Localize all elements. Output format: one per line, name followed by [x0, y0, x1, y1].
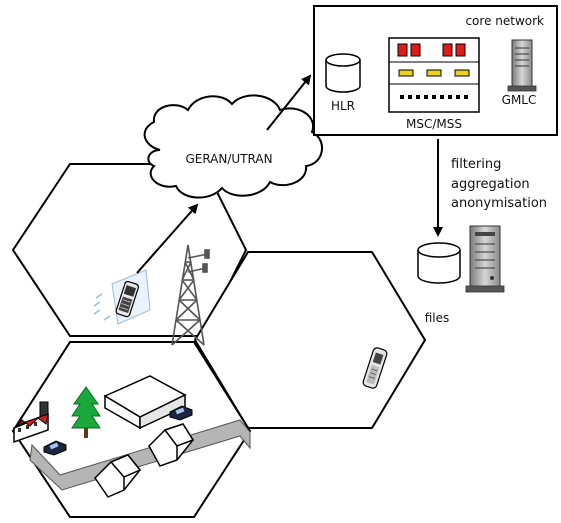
core-network-label: core network [465, 14, 544, 28]
msc-mss-switch-icon [388, 37, 480, 113]
mobile-phone-transmitting-icon [93, 269, 151, 325]
factory [13, 401, 49, 444]
aggregation-label: aggregation [451, 177, 530, 192]
filtering-label: filtering [451, 157, 501, 172]
geran-utran-cloud [143, 94, 323, 199]
msc-mss-label: MSC/MSS [406, 117, 462, 131]
car [43, 440, 67, 456]
arrow-cloud-to-core [266, 74, 312, 131]
hlr-database-icon [325, 53, 361, 93]
house [148, 423, 195, 467]
city-scene [13, 375, 251, 498]
files-database-icon [417, 242, 461, 284]
arrow-phone-to-cloud [136, 203, 199, 274]
files-label: files [425, 311, 450, 325]
office-building [103, 375, 187, 430]
car [169, 405, 193, 421]
files-server-icon [465, 225, 505, 293]
hlr-label: HLR [331, 99, 355, 113]
gmlc-server-icon [507, 39, 537, 92]
anonymisation-label: anonymisation [451, 196, 547, 211]
house [94, 454, 142, 498]
cell-tower-icon [171, 244, 210, 346]
road [29, 419, 251, 491]
mobile-phone-icon [362, 347, 388, 389]
cloud-label: GERAN/UTRAN [185, 152, 272, 166]
tree [71, 386, 101, 438]
gmlc-label: GMLC [502, 93, 537, 107]
